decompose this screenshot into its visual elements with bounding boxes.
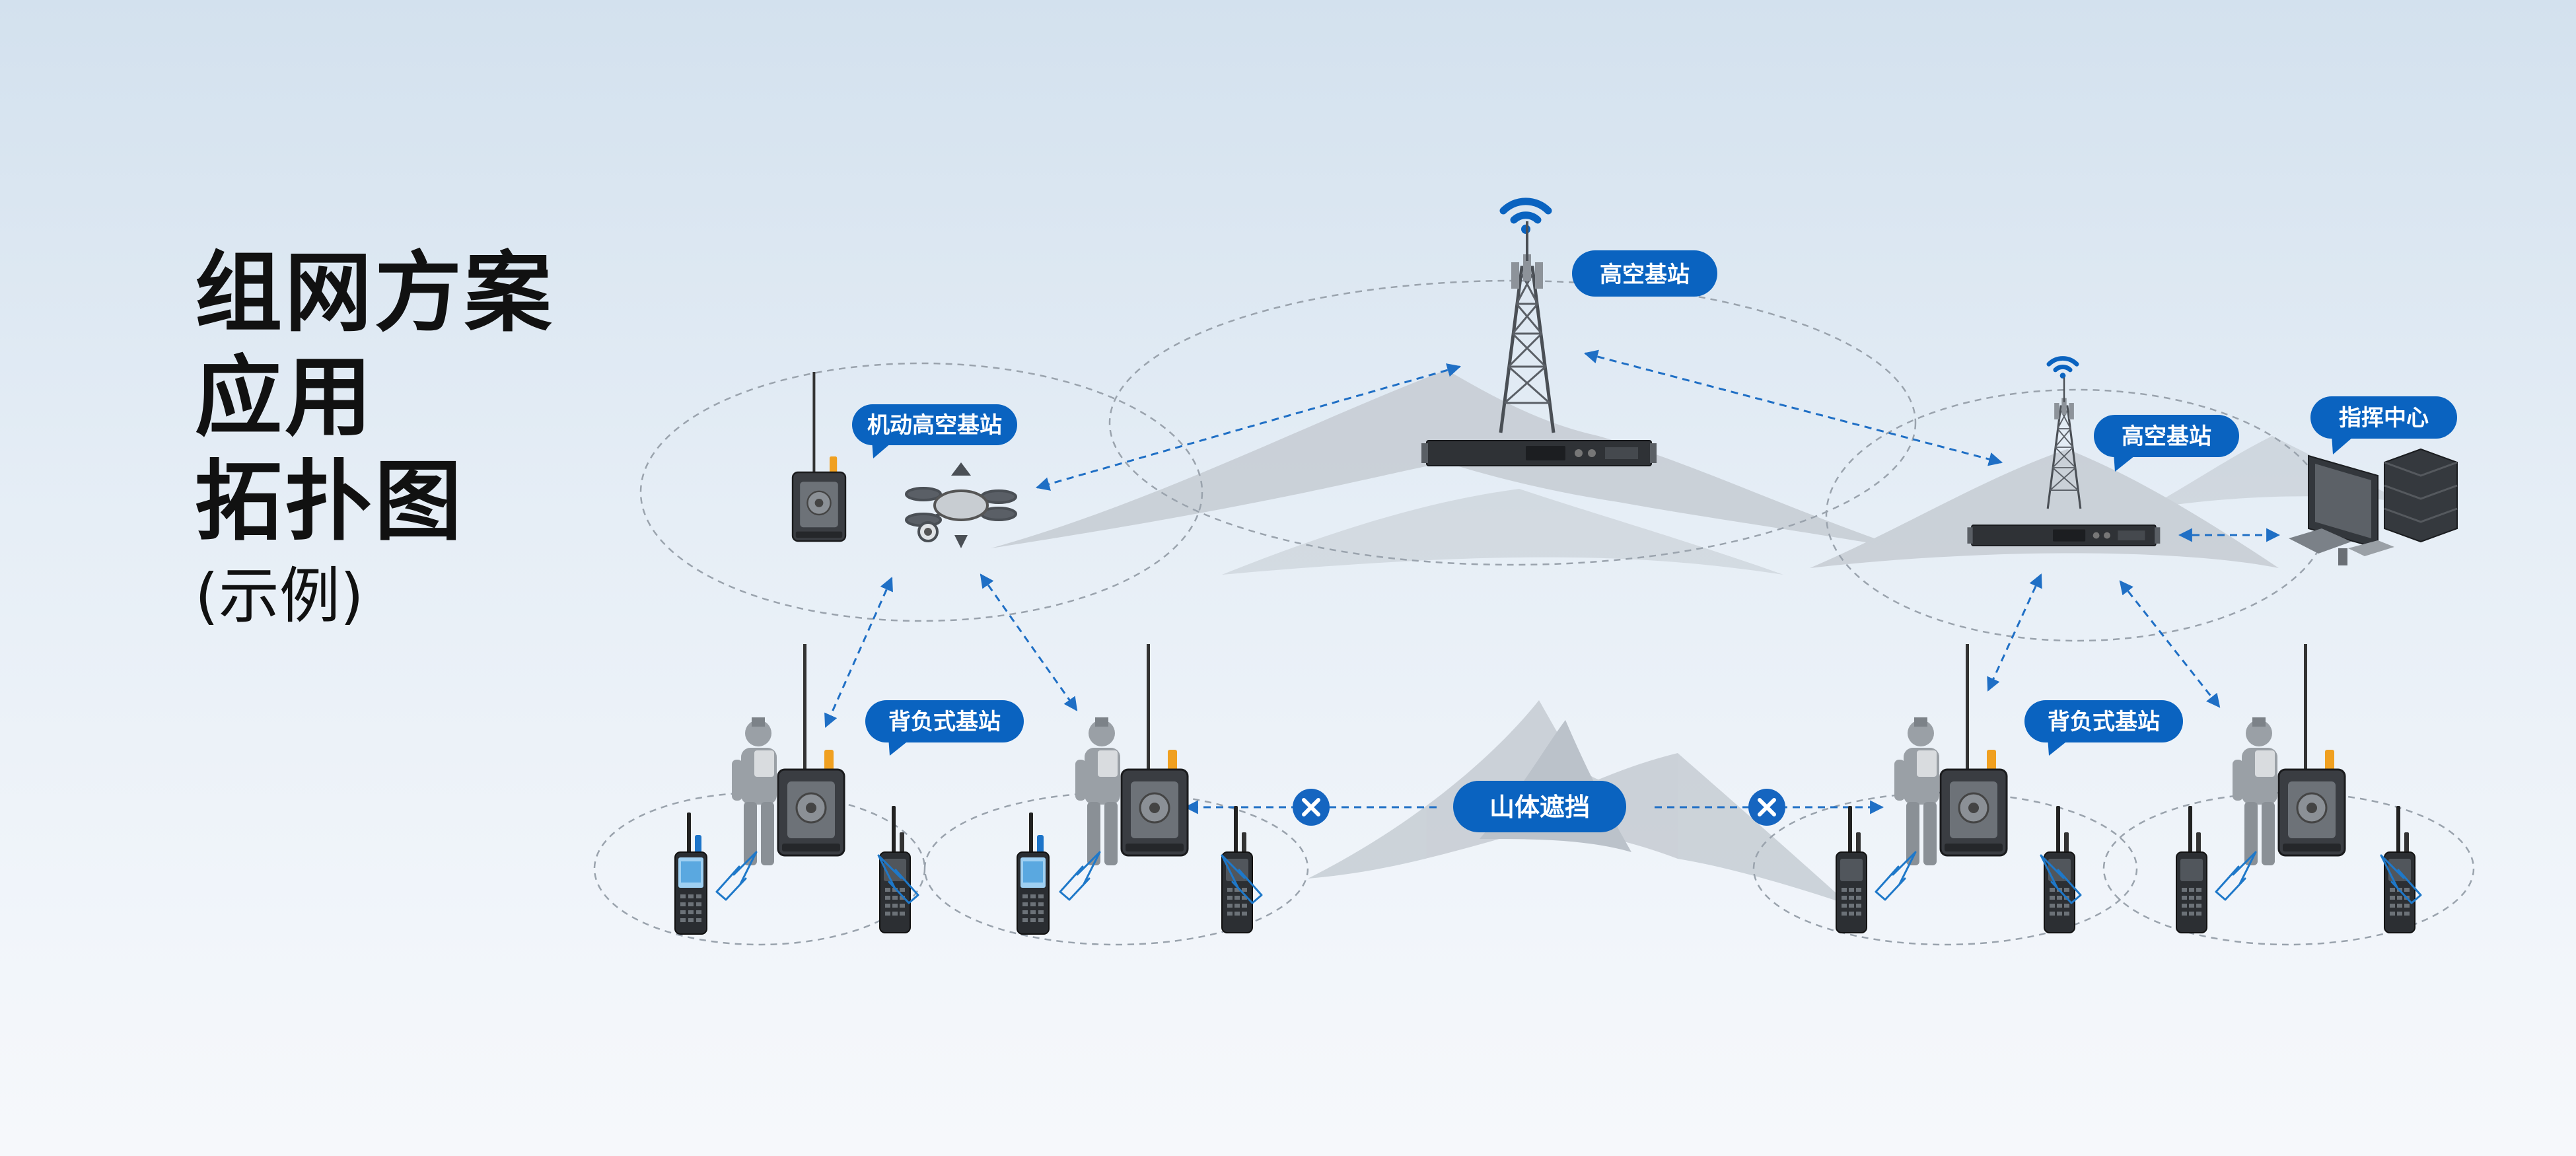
wifi-signal-icon <box>2049 359 2077 379</box>
label-mountain-block-text: 山体遮挡 <box>1489 793 1590 822</box>
rack-server-icon <box>1421 440 1657 466</box>
link-main-to-mobile <box>1035 363 1462 491</box>
person-icon <box>1894 717 1939 865</box>
person-icon <box>732 717 777 865</box>
title-subtitle: (示例) <box>195 561 364 632</box>
backpack-station-icon <box>1120 643 1189 857</box>
link-mobile-to-backpack-2 <box>980 573 1078 711</box>
label-backpack-right-text: 背负式基站 <box>2048 709 2160 735</box>
mobile-station <box>791 371 1017 548</box>
wireless-link-icon <box>715 851 758 901</box>
wireless-link-icon <box>1875 851 1917 901</box>
link-main-to-right <box>1583 349 2003 466</box>
title-line-3: 拓扑图 <box>195 451 464 553</box>
label-mountain-block: 山体遮挡 <box>1453 781 1626 832</box>
label-mobile-station: 机动高空基站 <box>852 404 1017 458</box>
command-center <box>2289 448 2458 565</box>
link-mobile-to-backpack-1 <box>824 577 893 728</box>
label-backpack-left: 背负式基站 <box>865 700 1024 756</box>
backpack-station-icon <box>777 643 845 857</box>
backpack-station-icon <box>1939 643 2008 857</box>
backpack-group-2 <box>1017 643 1263 935</box>
backpack-station-icon <box>791 371 847 542</box>
blocked-x-icon <box>1293 789 1330 826</box>
label-backpack-left-text: 背负式基站 <box>888 709 1001 735</box>
wireless-link-icon <box>2215 851 2257 901</box>
title-line-2: 应用 <box>195 347 375 449</box>
wireless-link-icon <box>1059 851 1101 901</box>
drone-icon <box>905 462 1017 548</box>
person-icon <box>2233 717 2277 865</box>
link-right-to-backpack-3 <box>1987 573 2042 692</box>
backpack-group-3 <box>1836 643 2082 933</box>
label-backpack-right: 背负式基站 <box>2024 700 2183 756</box>
label-command-center: 指挥中心 <box>2310 396 2457 454</box>
rack-server-icon <box>1966 524 2161 546</box>
backpack-group-4 <box>2176 643 2422 933</box>
backpack-station-icon <box>2277 643 2346 857</box>
label-command-center-text: 指挥中心 <box>2339 405 2429 431</box>
label-mobile-station-text: 机动高空基站 <box>867 412 1002 439</box>
mountain-range-top <box>991 370 2404 575</box>
person-icon <box>1075 717 1120 865</box>
handheld-radio-icon <box>1017 812 1050 935</box>
computer-workstation-icon <box>2289 448 2458 565</box>
label-tower-main: 高空基站 <box>1572 250 1717 297</box>
title-line-1: 组网方案 <box>195 242 554 344</box>
coverage-circle-backpack-4 <box>2102 791 2475 946</box>
coverage-circle-mobile-station <box>639 362 1203 622</box>
blocked-x-icon <box>1748 789 1785 826</box>
radio-tower-icon <box>1501 221 1554 433</box>
handheld-radio-icon <box>674 812 707 935</box>
backpack-group-1 <box>674 643 919 935</box>
label-tower-right: 高空基站 <box>2094 415 2239 472</box>
label-tower-right-text: 高空基站 <box>2122 423 2211 450</box>
coverage-circle-backpack-1 <box>593 791 926 946</box>
label-tower-main-text: 高空基站 <box>1600 262 1690 288</box>
title-block: 组网方案 应用 拓扑图 (示例) <box>195 241 554 636</box>
handheld-radio-icon <box>2176 805 2207 933</box>
link-right-to-backpack-4 <box>2119 580 2221 708</box>
handheld-radio-icon <box>1836 805 1867 933</box>
